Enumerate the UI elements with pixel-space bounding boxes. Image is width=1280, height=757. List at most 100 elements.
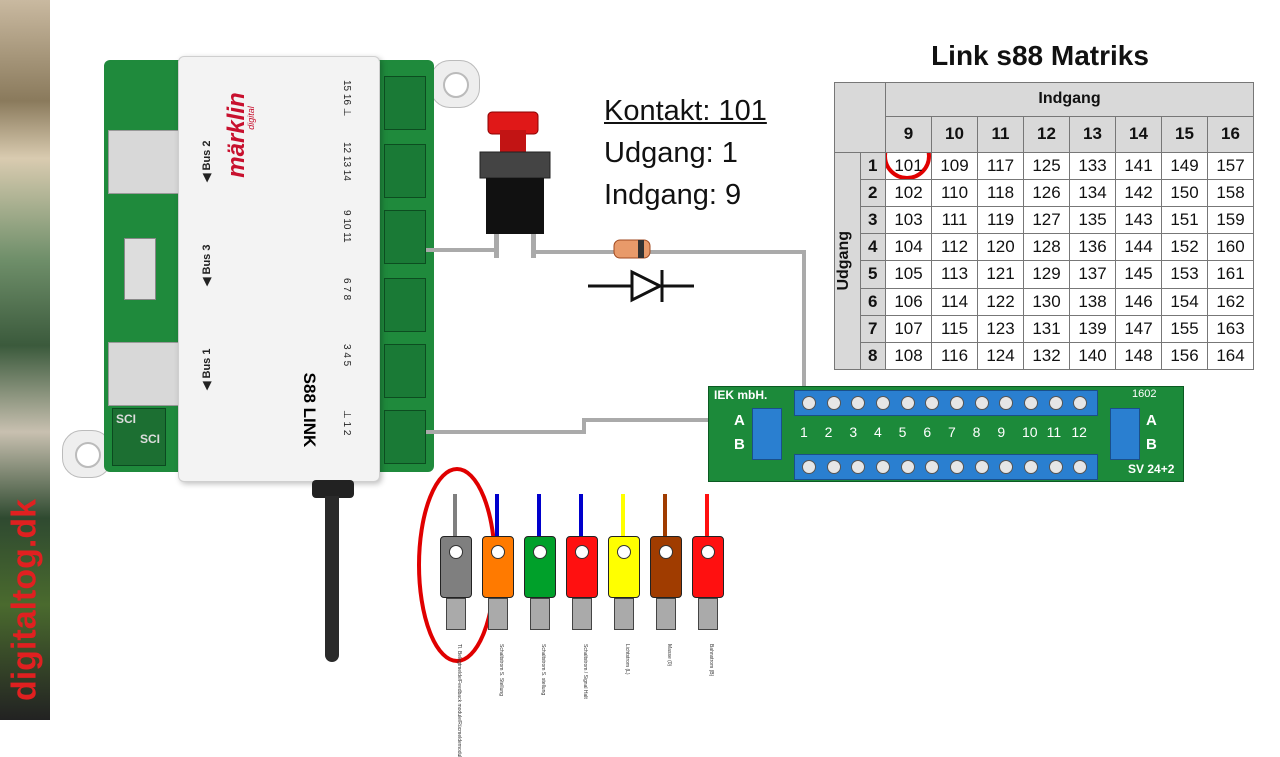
matrix-cell: 160 — [1207, 233, 1254, 262]
matrix-cell: 114 — [931, 287, 978, 316]
matrix-row-label: 4 — [859, 233, 886, 262]
screw-terminal — [384, 76, 426, 130]
screw-terminal — [384, 344, 426, 398]
matrix-cell: 102 — [885, 178, 932, 208]
terminal-screw — [900, 396, 915, 410]
terminal-number: 10 — [1022, 424, 1038, 440]
matrix-cell: 107 — [885, 314, 932, 343]
terminal-row-top — [794, 390, 1098, 416]
matrix-cell: 159 — [1207, 206, 1254, 235]
terminal-number: 11 — [1046, 424, 1062, 440]
screw-terminal — [384, 210, 426, 264]
device-mount-tab — [62, 430, 112, 478]
matrix-cell: 149 — [1161, 151, 1208, 180]
matrix-cell: 129 — [1023, 260, 1070, 289]
terminal-screw — [802, 396, 816, 410]
plug-caption: Tl. Belegtmelde/Feedback module/Rücmelde… — [456, 644, 462, 757]
screw-terminal — [384, 410, 426, 464]
plug-socket-hole — [701, 545, 715, 559]
matrix-cell: 140 — [1069, 341, 1116, 371]
wire — [536, 250, 806, 396]
terminal-row-bottom — [794, 454, 1098, 480]
matrix-cell: 162 — [1207, 287, 1254, 316]
matrix-cell: 138 — [1069, 287, 1116, 316]
matrix-cell: 157 — [1207, 151, 1254, 180]
terminal-screw — [1048, 396, 1063, 410]
matrix-column-label: 12 — [1023, 115, 1070, 153]
terminal-screw — [999, 460, 1014, 474]
matrix-cell: 118 — [977, 178, 1024, 208]
matrix-cell: 122 — [977, 287, 1024, 316]
matrix-cell: 126 — [1023, 178, 1070, 208]
pushbutton-leg — [531, 234, 536, 258]
wire — [426, 418, 736, 434]
contact-number: Kontakt: 101 — [604, 95, 767, 127]
matrix-cell: 134 — [1069, 178, 1116, 208]
matrix-cell: 141 — [1115, 151, 1162, 180]
terminal-label-a: A — [1146, 412, 1157, 429]
s88-link-cover — [178, 56, 380, 482]
terminal-number: 6 — [923, 424, 932, 440]
matrix-cell: 109 — [931, 151, 978, 180]
diode-band — [638, 240, 644, 258]
matrix-cell: 147 — [1115, 314, 1162, 343]
matrix-row-header-label: Udgang — [835, 231, 852, 291]
pushbutton-leg — [494, 234, 499, 258]
plug-caption: Masse (0) — [666, 644, 672, 667]
matrix-column-label: 15 — [1161, 115, 1208, 153]
matrix-cell: 108 — [885, 341, 932, 371]
matrix-cell: 113 — [931, 260, 978, 289]
terminal-screw — [1024, 460, 1038, 474]
plug-caption: Schaltstrom S. stellung — [540, 644, 546, 696]
wire — [426, 248, 498, 256]
matrix-column-label: 9 — [885, 115, 932, 153]
device-mount-tab — [430, 60, 480, 108]
matrix-title: Link s88 Matriks — [931, 40, 1149, 71]
terminal-screw — [1073, 460, 1088, 474]
matrix-row-label: 8 — [859, 341, 886, 371]
cable — [325, 496, 339, 662]
matrix-cell: 116 — [931, 341, 978, 371]
matrix-cell: 148 — [1115, 341, 1162, 371]
plug-socket-hole — [449, 545, 463, 559]
terminal-screw — [974, 396, 989, 410]
matrix-cell: 158 — [1207, 178, 1254, 208]
matrix-row-header: Udgang — [834, 151, 861, 371]
matrix-cell: 150 — [1161, 178, 1208, 208]
matrix-cell: 154 — [1161, 287, 1208, 316]
matrix-cell: 124 — [977, 341, 1024, 371]
plug-stem — [530, 598, 550, 630]
matrix-cell: 155 — [1161, 314, 1208, 343]
plug-caption: Bahnstrom (B) — [708, 644, 714, 677]
matrix-cell: 133 — [1069, 151, 1116, 180]
plug-caption: Schaltstrom / Signal Halt — [582, 644, 588, 699]
matrix-cell: 152 — [1161, 233, 1208, 262]
matrix-cell: 103 — [885, 206, 932, 235]
plug-stem — [446, 598, 466, 630]
rj45-port-bus1 — [108, 342, 180, 406]
matrix-cell: 163 — [1207, 314, 1254, 343]
terminal-screw — [851, 396, 866, 410]
pushbutton-collar — [479, 151, 551, 179]
terminal-screw — [826, 460, 841, 474]
plug-wire — [495, 494, 499, 538]
matrix-row-label: 3 — [859, 206, 886, 235]
matrix-cell: 131 — [1023, 314, 1070, 343]
terminal-block-serial: 1602 — [1132, 388, 1157, 400]
terminal-screw — [925, 396, 940, 410]
plug-stem — [488, 598, 508, 630]
terminal-screw — [1024, 396, 1038, 410]
plug-wire — [705, 494, 709, 538]
terminal-number: 7 — [948, 424, 956, 440]
matrix-column-label: 10 — [931, 115, 978, 153]
terminal-screw — [876, 396, 890, 410]
terminal-screw — [851, 460, 866, 474]
terminal-block-model: SV 24+2 — [1128, 462, 1175, 476]
plug-wire — [621, 494, 625, 538]
